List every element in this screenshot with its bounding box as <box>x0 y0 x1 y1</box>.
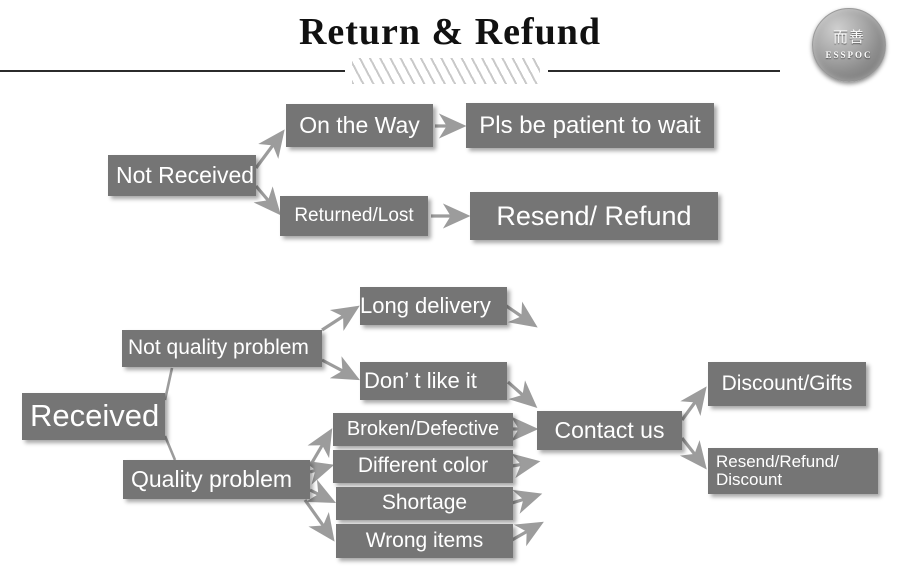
connector-long-delivery-to-contact-us <box>504 301 538 328</box>
node-label: Broken/Defective <box>346 418 500 440</box>
node-label: On the Way <box>299 112 420 139</box>
logo-latin-text: ESSPOC <box>825 50 873 60</box>
connector-quality-to-shortage <box>305 479 337 504</box>
connector-quality-to-different-color <box>304 460 335 485</box>
node-broken-defective[interactable]: Broken/Defective <box>333 413 513 446</box>
node-label: Not quality problem <box>128 336 309 360</box>
node-returned-lost[interactable]: Returned/Lost <box>280 196 428 236</box>
node-label: Shortage <box>381 491 468 515</box>
node-on-the-way[interactable]: On the Way <box>286 104 433 147</box>
connector-not-received-to-returned-lost <box>253 184 281 216</box>
node-label: Wrong items <box>365 528 484 552</box>
node-dont-like-it[interactable]: Don’ t like it <box>360 362 507 400</box>
node-not-quality[interactable]: Not quality problem <box>122 330 322 367</box>
node-label: Different color <box>357 454 489 478</box>
connector-dont-like-it-to-contact-us <box>506 380 538 408</box>
node-label: Pls be patient to wait <box>479 111 701 139</box>
node-label: Resend/ Refund <box>496 200 692 231</box>
logo-chinese-text: 而善 <box>832 28 865 46</box>
node-label: Quality problem <box>131 466 293 493</box>
brand-logo: 而善 ESSPOC <box>812 8 886 82</box>
connector-not-quality-to-long-delivery <box>321 305 360 332</box>
node-long-delivery[interactable]: Long delivery <box>360 287 507 325</box>
connector-different-color-to-contact-us <box>511 453 541 479</box>
node-discount-gifts[interactable]: Discount/Gifts <box>708 362 866 406</box>
node-quality[interactable]: Quality problem <box>123 460 310 499</box>
node-different-color[interactable]: Different color <box>333 450 513 483</box>
connector-not-quality-to-dont-like-it <box>321 356 360 381</box>
node-wrong-items[interactable]: Wrong items <box>336 524 513 558</box>
connector-contact-us-to-discount-gifts <box>680 386 707 421</box>
node-label: Long delivery <box>360 293 491 319</box>
connector-contact-us-to-resend-refund-discount <box>679 437 707 470</box>
header-rule-left <box>0 70 345 72</box>
node-contact-us[interactable]: Contact us <box>537 411 682 450</box>
connector-not-received-to-on-the-way <box>254 129 285 169</box>
node-received[interactable]: Received <box>22 393 165 440</box>
connector-quality-to-broken-defective <box>307 428 333 467</box>
node-not-received[interactable]: Not Received <box>108 155 256 196</box>
page-title: Return & Refund <box>298 11 602 53</box>
node-label: Returned/Lost <box>294 205 414 227</box>
node-resend-refund-disc[interactable]: Resend/Refund/ Discount <box>708 448 878 494</box>
node-label: Received <box>30 398 160 434</box>
node-label: Don’ t like it <box>364 368 477 394</box>
node-label: Contact us <box>554 417 665 444</box>
connector-received-to-quality <box>163 435 177 461</box>
header-rule-right <box>548 70 780 72</box>
node-pls-be-patient[interactable]: Pls be patient to wait <box>466 103 714 148</box>
connector-received-to-not-quality <box>163 367 174 401</box>
node-resend-refund[interactable]: Resend/ Refund <box>470 192 718 240</box>
connector-wrong-items-to-contact-us <box>511 521 544 547</box>
node-label: Not Received <box>116 162 255 189</box>
connector-quality-to-wrong-items <box>303 499 335 542</box>
header-hatch-ornament <box>352 58 540 84</box>
connector-shortage-to-contact-us <box>511 489 543 514</box>
node-label: Discount/Gifts <box>721 371 853 395</box>
node-label: Resend/Refund/ Discount <box>716 452 839 489</box>
node-shortage[interactable]: Shortage <box>336 487 513 520</box>
